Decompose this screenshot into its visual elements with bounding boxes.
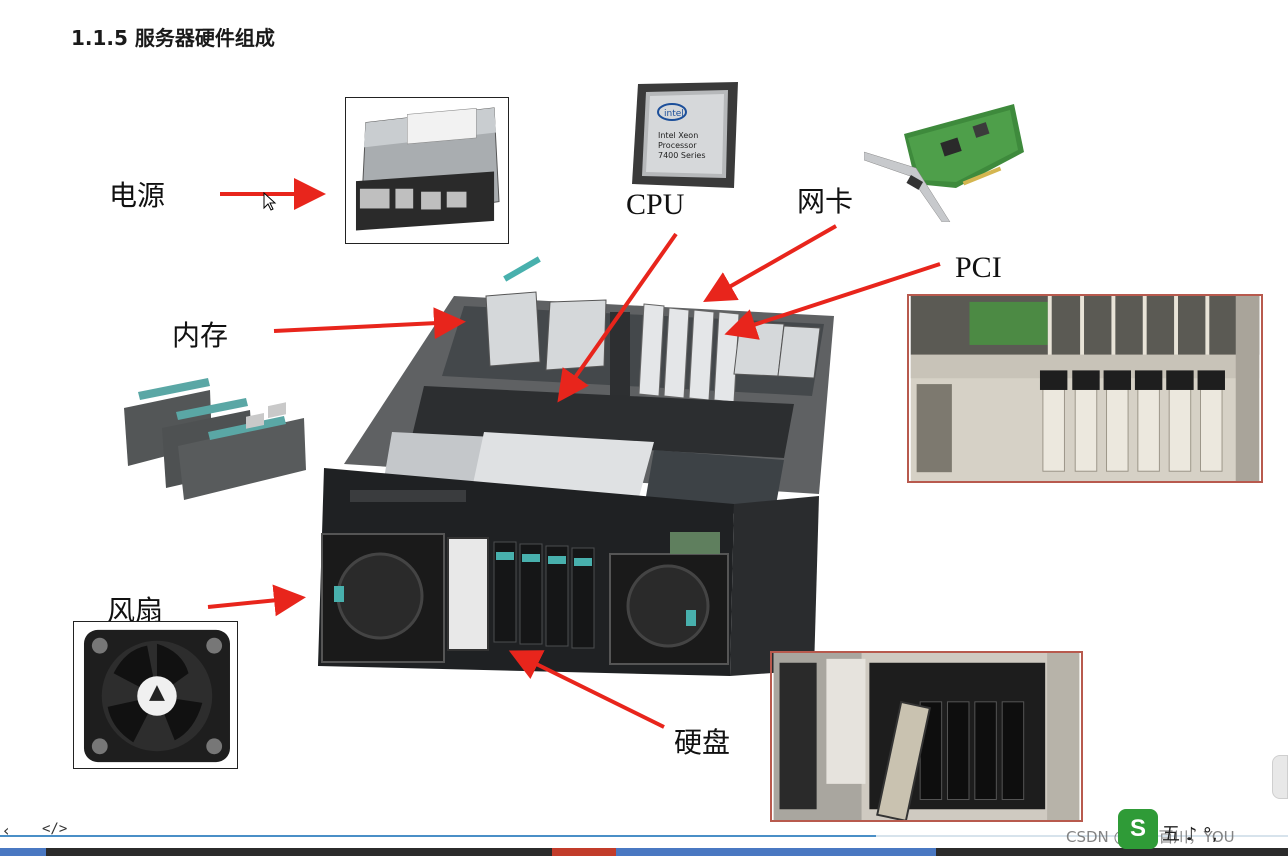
svg-text:Intel Xeon: Intel Xeon	[658, 131, 698, 140]
arrow-fan	[207, 584, 306, 617]
mouse-cursor-icon	[263, 192, 277, 211]
nic-card-photo	[864, 104, 1026, 222]
server-chassis-photo	[314, 246, 844, 682]
label-disk: 硬盘	[674, 726, 731, 759]
prev-slide-button[interactable]: ‹	[3, 821, 10, 840]
side-scroll-handle[interactable]	[1272, 755, 1288, 799]
strip-accent-red	[552, 848, 616, 856]
ime-toolbar[interactable]: 五 ♪ °,	[1162, 824, 1218, 845]
disk-bay-photo	[770, 651, 1083, 822]
svg-text:7400 Series: 7400 Series	[658, 151, 706, 160]
strip-accent-blue-2	[616, 848, 936, 856]
page-title: 1.1.5 服务器硬件组成	[71, 26, 275, 50]
fan-photo	[73, 621, 238, 769]
cpu-chip-photo: intel Intel Xeon Processor 7400 Series	[628, 78, 742, 192]
code-view-button[interactable]: </>	[42, 821, 68, 837]
label-cpu: CPU	[626, 188, 685, 221]
cpu-brand: intel	[664, 109, 684, 119]
label-memory: 内存	[172, 319, 229, 352]
progress-fill	[0, 835, 876, 837]
memory-module-photo	[118, 374, 310, 500]
svg-text:Processor: Processor	[658, 141, 697, 150]
label-power: 电源	[109, 179, 166, 212]
pci-slots-photo	[907, 294, 1263, 483]
ime-logo-icon[interactable]: S	[1118, 809, 1158, 849]
power-supply-photo	[345, 97, 509, 244]
label-pci: PCI	[955, 251, 1002, 284]
strip-accent-blue	[0, 848, 46, 856]
label-nic: 网卡	[797, 185, 854, 218]
